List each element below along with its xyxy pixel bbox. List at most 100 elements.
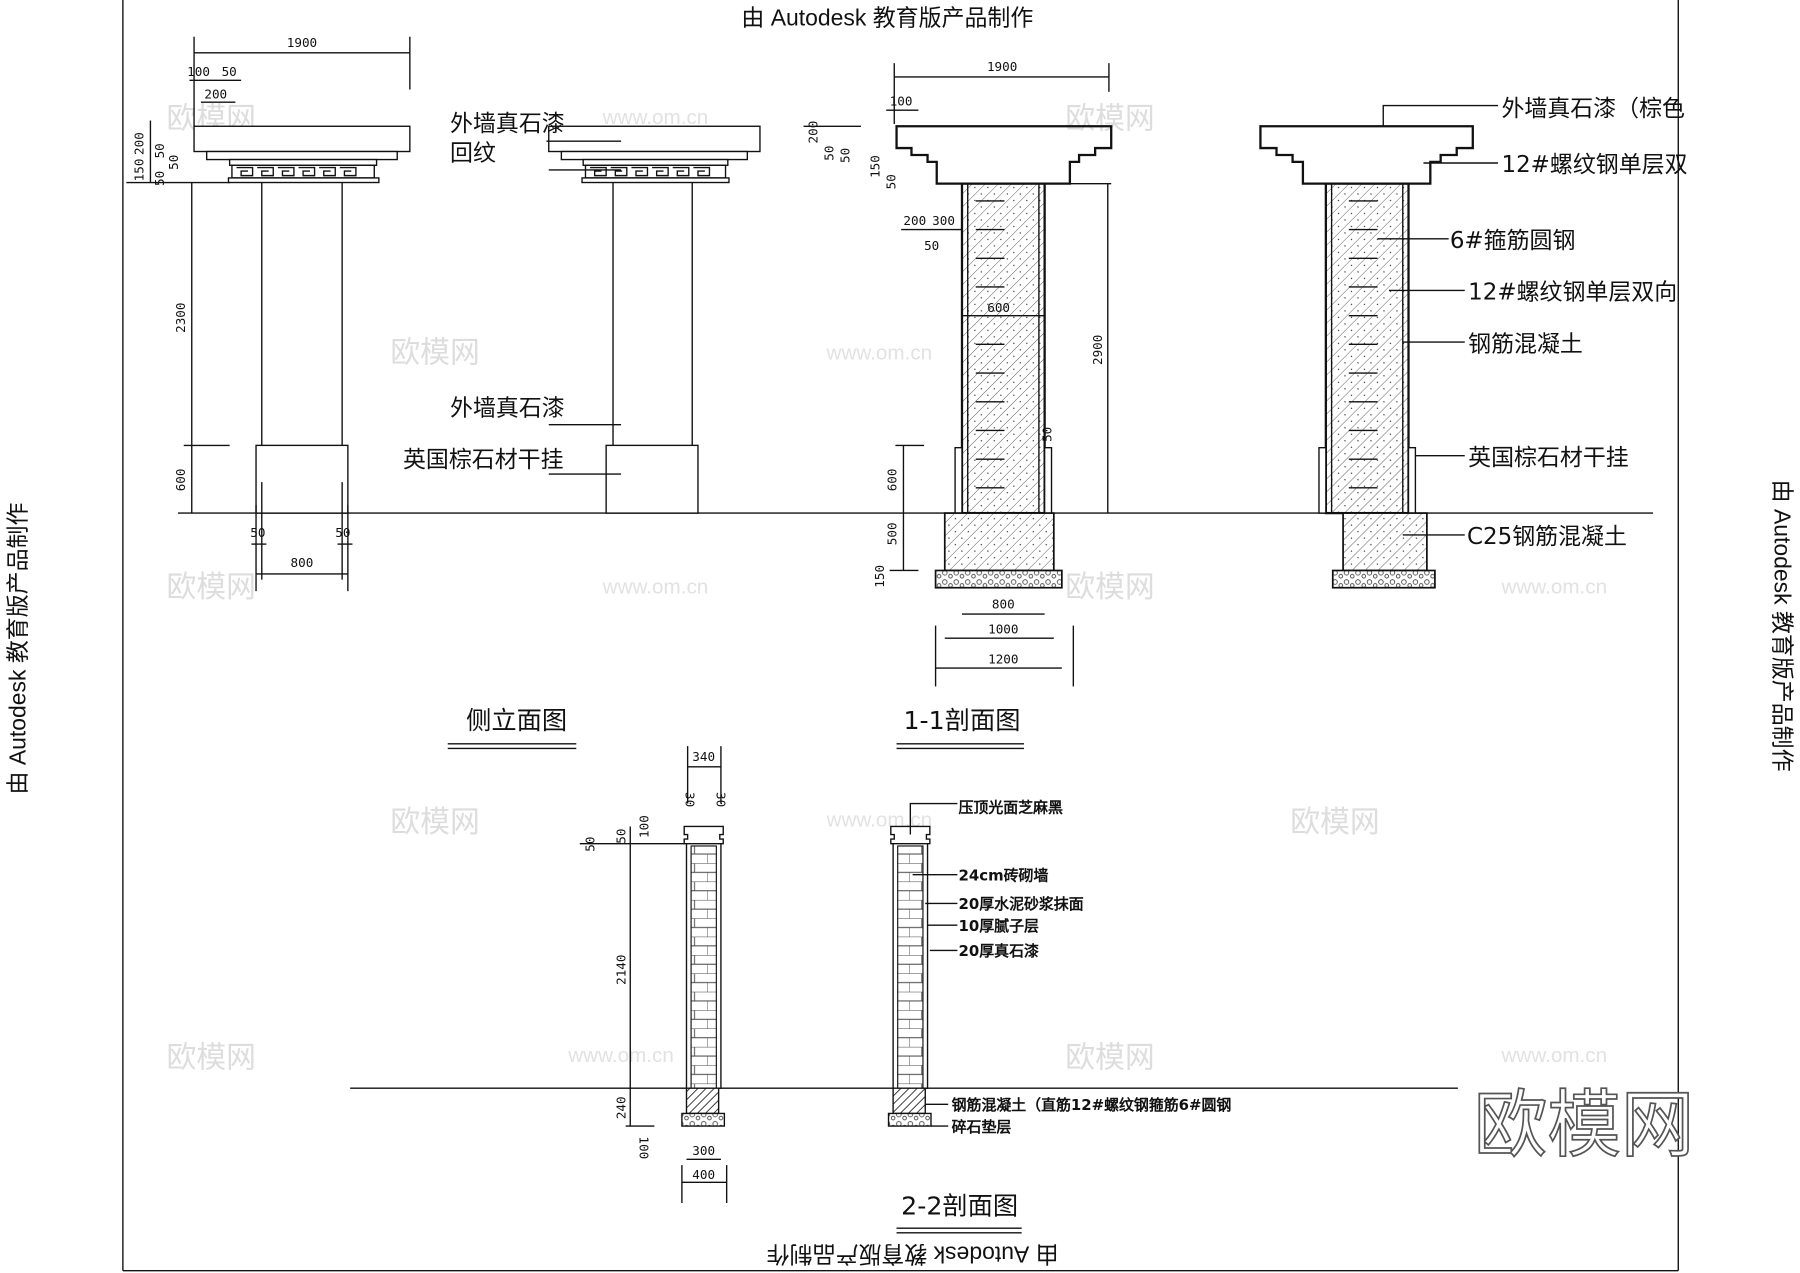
om-logo: 欧模网 (1474, 1083, 1694, 1166)
watermark-cn: 欧模网 (1290, 806, 1379, 839)
fret-pattern (236, 166, 357, 177)
svg-text:C25钢筋混凝土: C25钢筋混凝土 (1467, 524, 1627, 550)
svg-text:50: 50 (614, 829, 629, 844)
svg-text:100: 100 (636, 1136, 651, 1159)
column-section-dimensioned (895, 125, 1113, 589)
svg-text:600: 600 (173, 469, 188, 492)
svg-text:6#箍筋圆钢: 6#箍筋圆钢 (1450, 228, 1576, 254)
svg-text:24cm砖砌墙: 24cm砖砌墙 (959, 866, 1049, 884)
svg-text:50: 50 (222, 64, 237, 79)
material-labels: 压顶光面芝麻黑 24cm砖砌墙 20厚水泥砂浆抹面 10厚腻子层 20厚真石漆 … (909, 799, 1232, 1136)
svg-text:12#螺纹钢单层双向: 12#螺纹钢单层双向 (1468, 280, 1677, 306)
svg-text:500: 500 (885, 522, 900, 545)
svg-text:600: 600 (987, 300, 1010, 315)
svg-text:600: 600 (885, 469, 900, 492)
svg-text:200: 200 (204, 87, 227, 102)
svg-text:100: 100 (187, 64, 210, 79)
svg-text:回纹: 回纹 (450, 141, 496, 167)
fret-pattern (590, 166, 711, 177)
svg-text:1900: 1900 (287, 35, 317, 50)
column-section-annotated (1259, 125, 1474, 589)
svg-text:外墙真石漆: 外墙真石漆 (450, 111, 565, 137)
wall-section-annotated (887, 825, 932, 1127)
svg-text:50: 50 (821, 146, 836, 161)
edu-watermark-left: 由 Autodesk 教育版产品制作 (4, 503, 30, 795)
svg-text:1000: 1000 (988, 622, 1018, 637)
section-1-1: 1900 100 200 50 50 150 50 200 300 50 600… (803, 59, 1688, 750)
svg-text:50: 50 (1040, 427, 1055, 442)
svg-text:1200: 1200 (988, 651, 1018, 666)
drawing-frame (122, 0, 1679, 1272)
watermark-cn: 欧模网 (390, 337, 479, 370)
svg-text:30: 30 (682, 792, 697, 807)
svg-text:碎石垫层: 碎石垫层 (952, 1118, 1012, 1136)
dimensions: 340 30 30 50 50 100 2140 240 100 300 400 (579, 746, 728, 1203)
svg-text:300: 300 (932, 213, 955, 228)
svg-text:外墙真石漆（棕色: 外墙真石漆（棕色 (1501, 96, 1685, 122)
watermark-cn: 欧模网 (167, 1042, 256, 1075)
side-elevation-title: 侧立面图 (466, 706, 567, 735)
watermark-url: www.om.cn (1500, 575, 1607, 598)
section-1-1-title: 1-1剖面图 (903, 706, 1020, 735)
svg-text:240: 240 (614, 1096, 629, 1119)
svg-text:300: 300 (692, 1143, 715, 1158)
wall-section-dimensioned (681, 825, 726, 1127)
watermark-cn: 欧模网 (1065, 1042, 1154, 1075)
svg-text:30: 30 (713, 792, 728, 807)
svg-text:200: 200 (132, 132, 147, 155)
edu-watermark-right: 由 Autodesk 教育版产品制作 (1770, 480, 1796, 772)
svg-text:50: 50 (152, 143, 167, 158)
svg-text:50: 50 (335, 525, 350, 540)
watermark-cn: 欧模网 (1065, 571, 1154, 604)
dimensions: 1900 100 200 50 50 150 50 200 300 50 600… (803, 59, 1112, 687)
svg-text:压顶光面芝麻黑: 压顶光面芝麻黑 (959, 799, 1063, 817)
svg-text:外墙真石漆: 外墙真石漆 (450, 396, 565, 422)
svg-text:150: 150 (867, 155, 882, 178)
svg-text:400: 400 (692, 1167, 715, 1182)
svg-text:2300: 2300 (173, 303, 188, 333)
svg-text:10厚腻子层: 10厚腻子层 (959, 917, 1039, 935)
svg-text:150: 150 (872, 565, 887, 588)
watermark-cn: 欧模网 (1065, 103, 1154, 136)
dimensions: 1900 100 50 200 200 150 50 50 50 2300 60… (126, 35, 411, 592)
watermark-url: www.om.cn (1500, 1044, 1607, 1067)
svg-text:800: 800 (992, 596, 1015, 611)
edu-watermark-bottom: 由 Autodesk 教育版产品制作 (767, 1242, 1059, 1268)
svg-text:150: 150 (132, 159, 147, 182)
svg-text:50: 50 (837, 148, 852, 163)
svg-text:200: 200 (805, 121, 820, 144)
watermark-url: www.om.cn (602, 575, 709, 598)
material-labels: 外墙真石漆 回纹 外墙真石漆 英国棕石材干挂 (403, 111, 622, 475)
svg-text:20厚水泥砂浆抹面: 20厚水泥砂浆抹面 (959, 895, 1084, 913)
site-watermarks: 欧模网 欧模网 欧模网 欧模网 欧模网 欧模网 欧模网 欧模网 欧模网 www.… (167, 103, 1608, 1075)
svg-text:12#螺纹钢单层双: 12#螺纹钢单层双 (1501, 152, 1687, 178)
column-elevation-right (548, 125, 761, 514)
material-labels: 外墙真石漆（棕色 12#螺纹钢单层双 6#箍筋圆钢 12#螺纹钢单层双向 钢筋混… (1377, 96, 1688, 550)
svg-text:800: 800 (291, 555, 314, 570)
svg-text:英国棕石材干挂: 英国棕石材干挂 (403, 447, 564, 473)
watermark-url: www.om.cn (826, 808, 933, 831)
svg-text:钢筋混凝土（直筋12#螺纹钢箍筋6#圆钢: 钢筋混凝土（直筋12#螺纹钢箍筋6#圆钢 (952, 1096, 1232, 1114)
svg-text:英国棕石材干挂: 英国棕石材干挂 (1468, 445, 1629, 471)
svg-text:50: 50 (152, 171, 167, 186)
svg-text:340: 340 (692, 749, 715, 764)
svg-text:20厚真石漆: 20厚真石漆 (959, 942, 1039, 960)
svg-text:50: 50 (583, 837, 598, 852)
section-2-2-title: 2-2剖面图 (901, 1191, 1018, 1220)
watermark-url: www.om.cn (567, 1044, 674, 1067)
svg-text:100: 100 (637, 815, 652, 838)
svg-text:2900: 2900 (1090, 335, 1105, 365)
svg-text:50: 50 (883, 174, 898, 189)
svg-text:2140: 2140 (614, 955, 629, 985)
svg-text:100: 100 (890, 94, 913, 109)
svg-text:钢筋混凝土: 钢筋混凝土 (1468, 331, 1583, 357)
svg-text:1900: 1900 (987, 59, 1017, 74)
section-2-2: 340 30 30 50 50 100 2140 240 100 300 400 (579, 746, 1232, 1234)
svg-text:200: 200 (903, 213, 926, 228)
watermark-url: www.om.cn (826, 341, 933, 364)
svg-text:50: 50 (250, 525, 265, 540)
side-elevation: 1900 100 50 200 200 150 50 50 50 2300 60… (126, 35, 761, 750)
watermark-cn: 欧模网 (390, 806, 479, 839)
edu-watermark-top: 由 Autodesk 教育版产品制作 (741, 4, 1033, 30)
